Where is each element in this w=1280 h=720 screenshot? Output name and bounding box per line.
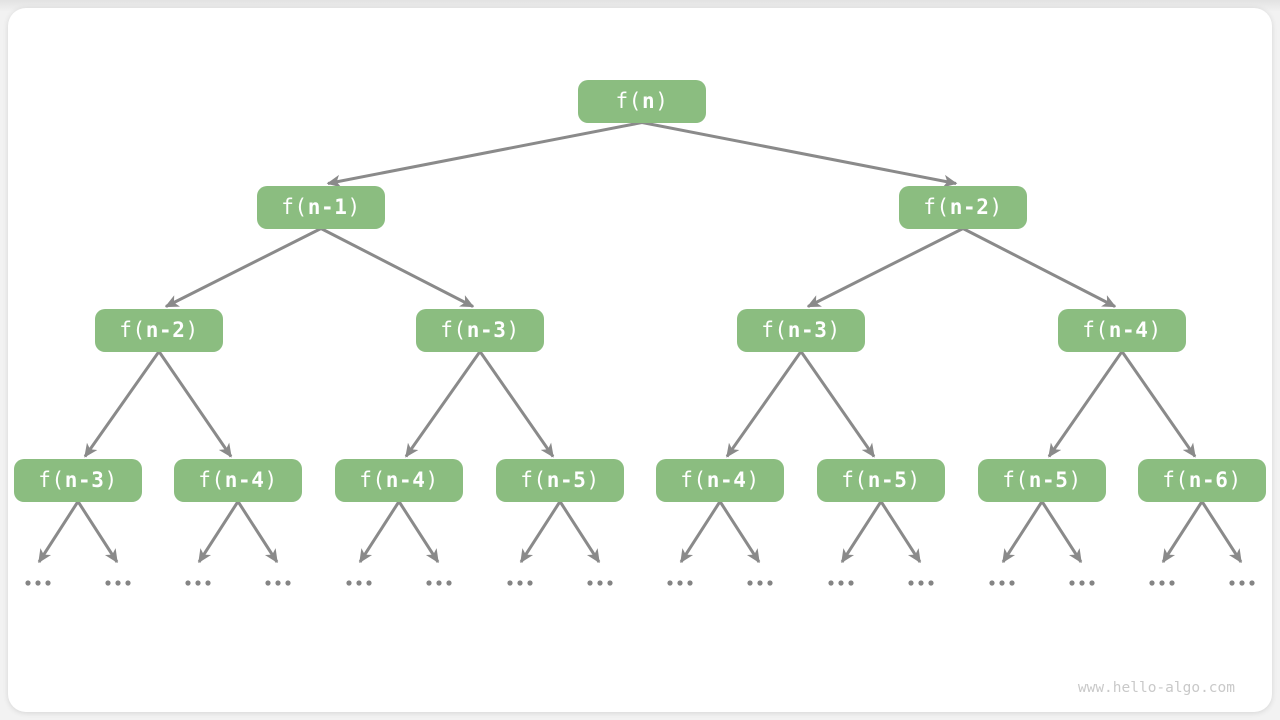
tree-edge-arrow [236, 500, 279, 564]
tree-edge-arrow [718, 500, 761, 564]
ellipsis [507, 580, 533, 586]
tree-node-f-n-5: f(n-5) [817, 458, 945, 502]
tree-node-f-n-3: f(n-3) [14, 458, 142, 502]
tree-node-f-n: f(n) [578, 79, 706, 123]
tree-edge-arrow [397, 500, 440, 564]
ellipsis [1069, 580, 1095, 586]
tree-edge-arrow [962, 227, 1117, 308]
ellipsis [1149, 580, 1175, 586]
tree-node-f-n-2: f(n-2) [899, 185, 1027, 229]
tree-node-f-n-3: f(n-3) [416, 308, 544, 352]
ellipsis [185, 580, 211, 586]
tree-node-f-n-5: f(n-5) [496, 458, 624, 502]
tree-edge-arrow [326, 121, 643, 188]
tree-edge-arrow [1200, 500, 1243, 564]
ellipsis [265, 580, 291, 586]
tree-edge-arrow [404, 350, 482, 458]
tree-edge-arrow [840, 500, 883, 564]
tree-edge-arrow [83, 350, 161, 458]
tree-node-f-n-4: f(n-4) [174, 458, 302, 502]
tree-node-f-n-3: f(n-3) [737, 308, 865, 352]
tree-edge-arrow [558, 500, 601, 564]
tree-node-f-n-6: f(n-6) [1138, 458, 1266, 502]
tree-edge-arrow [1040, 500, 1083, 564]
ellipsis [25, 580, 51, 586]
tree-edge-arrow [806, 227, 964, 308]
ellipsis [828, 580, 854, 586]
ellipsis-dots [25, 580, 1255, 586]
tree-edge-arrow [197, 500, 240, 564]
tree-edge-arrow [1047, 350, 1124, 458]
tree-node-f-n-1: f(n-1) [257, 185, 385, 229]
tree-edge-arrow [478, 350, 555, 458]
tree-edge-arrow [76, 500, 119, 564]
tree-edge-arrow [358, 500, 401, 564]
tree-edge-arrow [164, 227, 322, 308]
tree-edge-arrow [1120, 350, 1197, 458]
tree-node-f-n-2: f(n-2) [95, 308, 223, 352]
tree-edge-arrow [320, 227, 475, 308]
ellipsis [346, 580, 372, 586]
tree-edge-arrow [799, 350, 876, 458]
ellipsis [105, 580, 131, 586]
tree-edge-arrow [641, 121, 958, 188]
ellipsis [426, 580, 452, 586]
tree-edge-arrow [725, 350, 803, 458]
tree-edge-arrow [679, 500, 722, 564]
tree-node-f-n-5: f(n-5) [978, 458, 1106, 502]
ellipsis [989, 580, 1015, 586]
tree-edge-arrow [157, 350, 233, 458]
tree-edge-arrow [519, 500, 562, 564]
tree-edge-arrow [1161, 500, 1204, 564]
ellipsis [1229, 580, 1255, 586]
tree-node-f-n-4: f(n-4) [1058, 308, 1186, 352]
tree-edge-arrow [37, 500, 80, 564]
canvas-card [8, 8, 1272, 712]
ellipsis [587, 580, 613, 586]
tree-node-f-n-4: f(n-4) [656, 458, 784, 502]
ellipsis [747, 580, 773, 586]
tree-edge-arrow [1001, 500, 1044, 564]
tree-node-f-n-4: f(n-4) [335, 458, 463, 502]
tree-edges [37, 121, 1243, 564]
tree-edge-arrow [879, 500, 922, 564]
watermark: www.hello-algo.com [1077, 680, 1235, 696]
ellipsis [667, 580, 693, 586]
ellipsis [908, 580, 934, 586]
